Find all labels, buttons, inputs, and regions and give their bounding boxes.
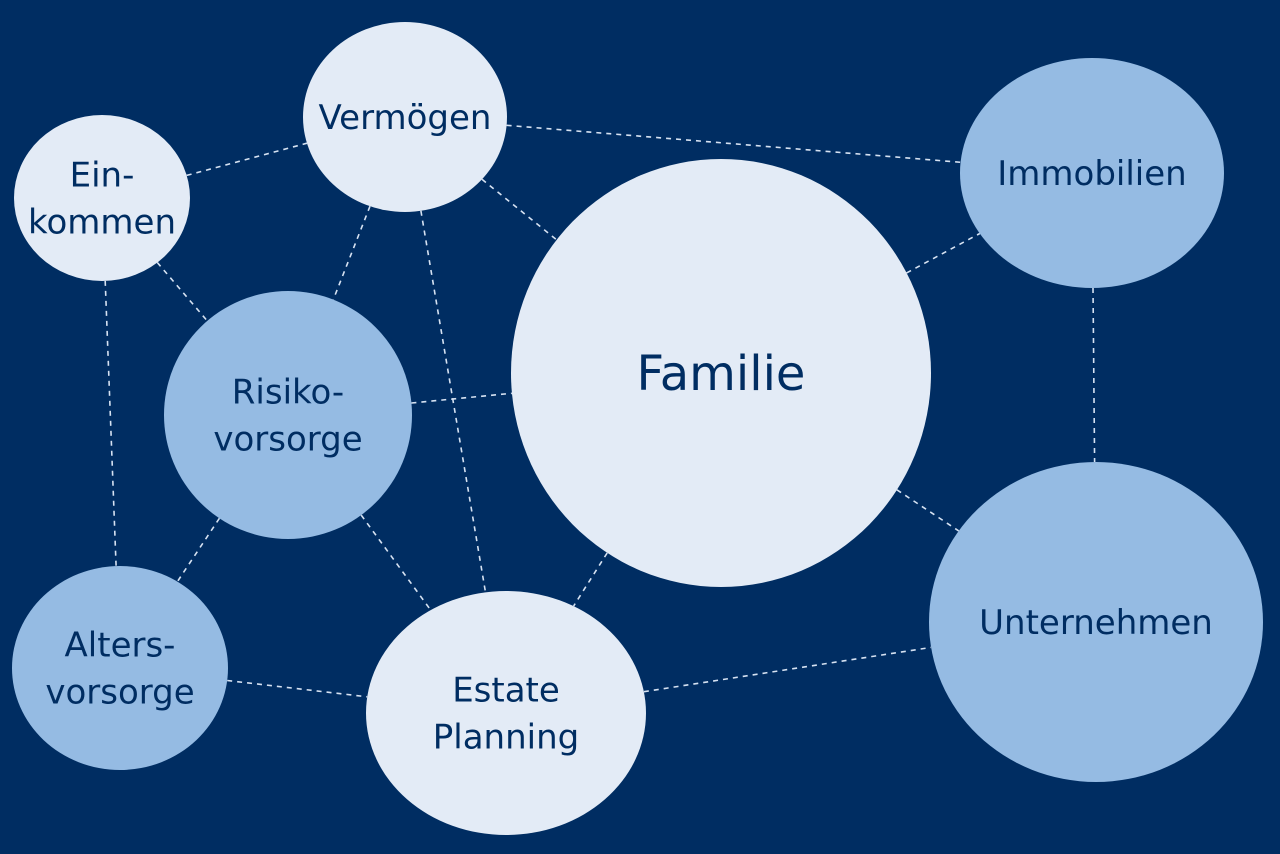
bubble-shape-estate-planning — [366, 591, 646, 835]
bubble-label-vermoegen-1: Vermögen — [319, 98, 492, 138]
connector-einkommen-vermoegen — [186, 142, 308, 177]
bubble-einkommen: Ein-kommen — [14, 115, 190, 281]
bubble-label-estate-planning-1: Estate — [452, 670, 560, 710]
bubble-shape-familie — [511, 159, 931, 587]
bubble-label-einkommen-2: kommen — [28, 202, 176, 242]
connector-einkommen-risikovorsorge — [156, 261, 208, 322]
bubble-label-einkommen-1: Ein- — [70, 155, 135, 195]
bubble-shape-altersvorsorge — [12, 566, 228, 770]
topic-bubbles: VermögenEin-kommenImmobilienFamilieRisik… — [12, 22, 1263, 835]
bubble-unternehmen: Unternehmen — [929, 462, 1263, 782]
connector-familie-unternehmen — [896, 489, 960, 532]
bubble-altersvorsorge: Alters-vorsorge — [12, 566, 228, 770]
bubble-risikovorsorge: Risiko-vorsorge — [164, 291, 412, 539]
connector-vermoegen-estate-planning — [420, 210, 487, 593]
connector-einkommen-altersvorsorge — [104, 280, 117, 567]
connector-vermoegen-risikovorsorge — [332, 205, 371, 300]
connector-risikovorsorge-familie — [411, 392, 512, 404]
bubble-vermoegen: Vermögen — [303, 22, 507, 212]
bubble-immobilien: Immobilien — [960, 58, 1224, 288]
bubble-label-risikovorsorge-2: vorsorge — [213, 419, 362, 459]
bubble-label-altersvorsorge-2: vorsorge — [45, 672, 194, 712]
bubble-label-unternehmen-1: Unternehmen — [979, 603, 1213, 643]
bubble-shape-immobilien — [960, 58, 1224, 288]
bubble-label-immobilien-1: Immobilien — [997, 154, 1186, 194]
connector-vermoegen-familie — [481, 178, 558, 241]
bubble-label-estate-planning-2: Planning — [433, 717, 579, 757]
bubble-shape-einkommen — [14, 115, 190, 281]
connector-altersvorsorge-estate-planning — [227, 679, 368, 698]
bubble-label-altersvorsorge-1: Alters- — [65, 625, 176, 665]
bubble-shape-unternehmen — [929, 462, 1263, 782]
bubble-label-familie-1: Familie — [637, 346, 806, 402]
connector-estate-planning-unternehmen — [643, 646, 932, 693]
connector-familie-immobilien — [906, 232, 981, 274]
bubble-shape-risikovorsorge — [164, 291, 412, 539]
connector-risikovorsorge-altersvorsorge — [176, 517, 221, 583]
bubble-label-risikovorsorge-1: Risiko- — [232, 372, 344, 412]
bubble-familie: Familie — [511, 159, 931, 587]
connector-lines — [104, 124, 1096, 698]
bubble-shape-vermoegen — [303, 22, 507, 212]
connector-familie-estate-planning — [572, 552, 608, 607]
